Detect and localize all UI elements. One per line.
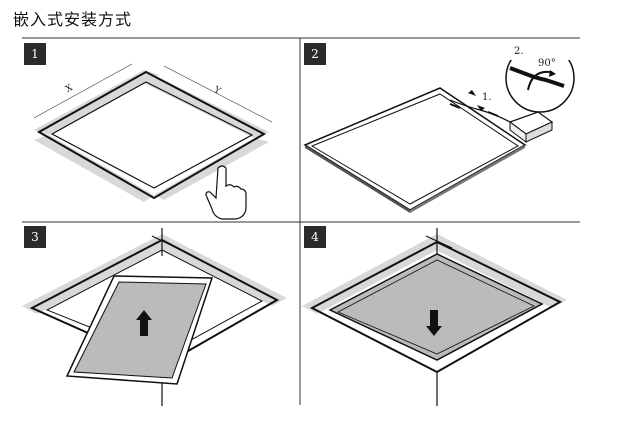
step-4-seated-illustration	[302, 228, 567, 406]
step-3-insert-illustration	[22, 228, 287, 406]
callout-step-label: 2.	[514, 46, 524, 57]
step-3-badge: 3	[24, 226, 46, 248]
rotation-angle-label: 90°	[538, 58, 556, 69]
step-2-panel-illustration	[303, 60, 575, 213]
hand-pointer-icon	[205, 165, 247, 220]
step-2-badge: 2	[304, 43, 326, 65]
page-title: 嵌入式安装方式	[13, 10, 133, 29]
step-4-badge: 4	[304, 226, 326, 248]
step-1-badge: 1	[24, 43, 46, 65]
plug-step-label: 1.	[482, 92, 492, 103]
step-1-ceiling-grid	[33, 63, 273, 202]
